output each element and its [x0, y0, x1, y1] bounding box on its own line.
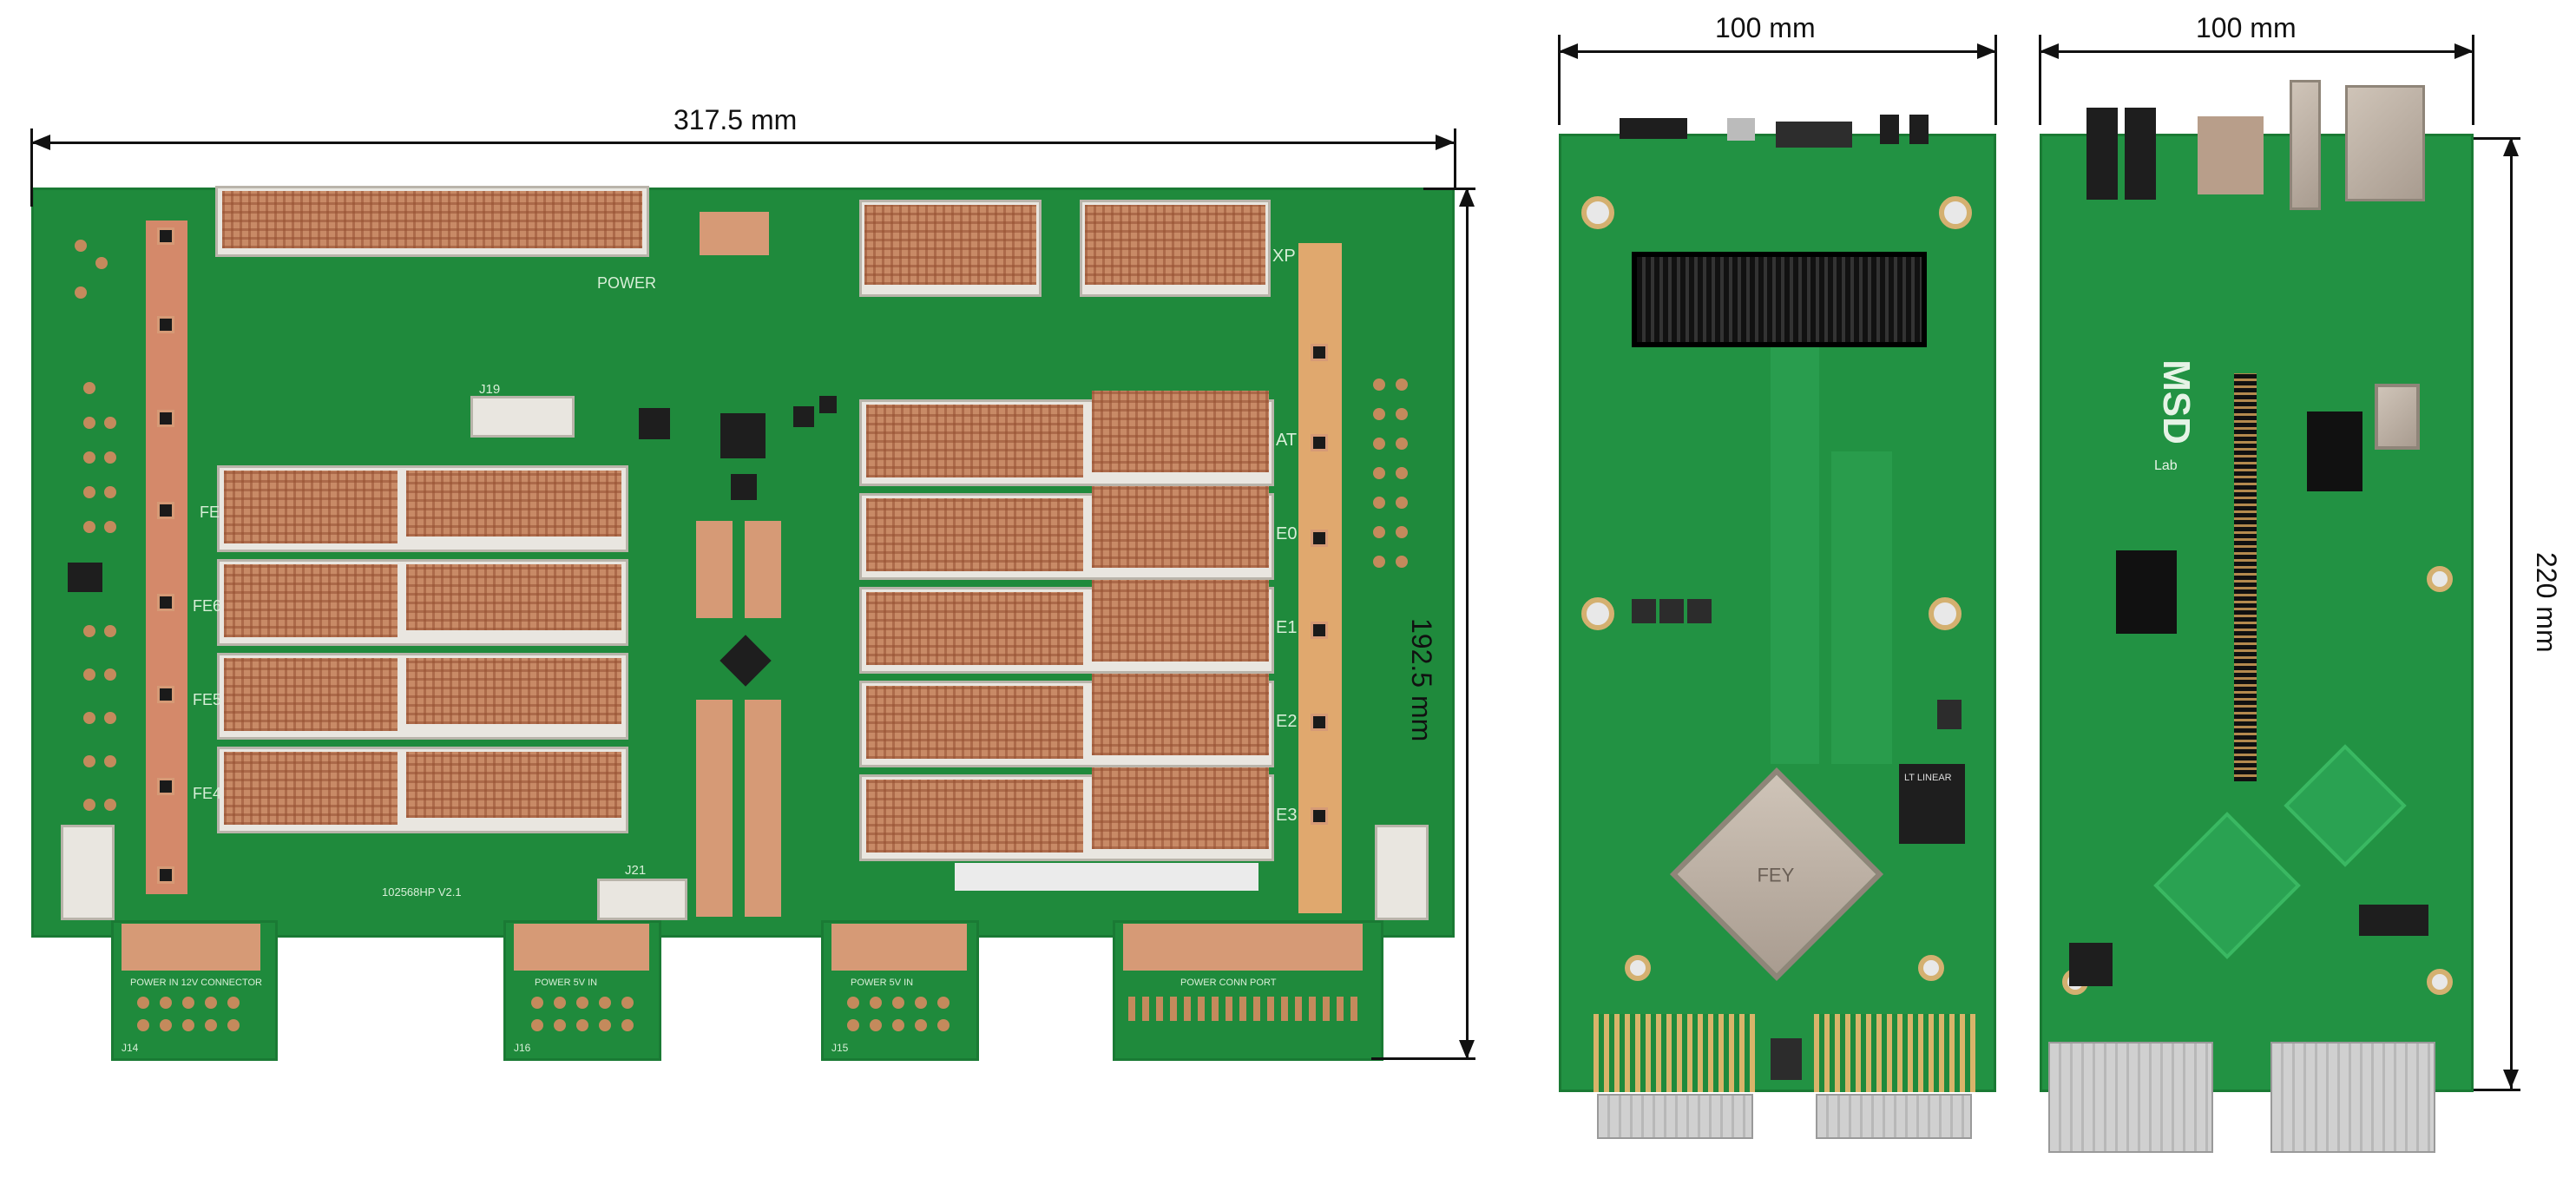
- ethernet-port: [2345, 85, 2425, 201]
- audio-jack-1: [2086, 108, 2118, 200]
- j15-label: J15: [831, 1042, 849, 1054]
- copper-pad-top: [700, 212, 769, 255]
- power-conn-label: POWER CONN PORT: [1180, 978, 1277, 988]
- middle-edge-connector-right: [1816, 1094, 1972, 1139]
- backplane-height-label: 192.5 mm: [1406, 618, 1437, 742]
- connector-right-bottom: [1375, 825, 1429, 920]
- power-5v-a-label: POWER 5V IN: [535, 978, 598, 988]
- j19-label: J19: [479, 382, 501, 397]
- fe4-label: FE4: [193, 785, 222, 802]
- hdmi-port: [2198, 116, 2264, 194]
- center-chip-1: [639, 408, 670, 439]
- msd-logo-text: MSD: [2154, 359, 2198, 444]
- e0-label: E0: [1276, 524, 1298, 543]
- fmc-connector: [1632, 252, 1927, 347]
- power-label: POWER: [597, 274, 657, 292]
- msd-logo-sub: Lab: [2154, 458, 2178, 473]
- middle-edge-connector-left: [1597, 1094, 1753, 1139]
- center-chip-2: [720, 413, 766, 458]
- board-id: 102568HP V2.1: [382, 885, 462, 899]
- lt-regulator: LT LINEAR: [1899, 764, 1965, 844]
- fe5-label: FE5: [193, 691, 222, 708]
- at-label: AT: [1276, 431, 1298, 450]
- xp-label: XP: [1272, 247, 1296, 266]
- right-width-label: 100 mm: [2196, 12, 2297, 43]
- e2-label: E2: [1276, 712, 1298, 731]
- connector-left-bottom: [61, 825, 115, 920]
- middle-width-label: 100 mm: [1715, 12, 1816, 43]
- msd-logo: MSD Lab: [2151, 346, 2198, 473]
- right-edge-connector-right: [2270, 1042, 2435, 1153]
- power-5v-b-label: POWER 5V IN: [851, 978, 914, 988]
- fe6-label: FE6: [193, 597, 222, 615]
- connector-j21: [597, 879, 687, 920]
- lt-brand: LT LINEAR: [1904, 773, 1952, 783]
- backplane-width-label: 317.5 mm: [674, 104, 798, 135]
- so-dimm-connector: [2234, 373, 2257, 781]
- fe-label: FE: [200, 504, 220, 521]
- j21-label: J21: [625, 863, 647, 878]
- connector-j19: [470, 396, 575, 438]
- j16-label: J16: [514, 1042, 531, 1054]
- fpga-brand: FEY: [1757, 864, 1795, 886]
- power-12v-label: POWER IN 12V CONNECTOR: [130, 978, 262, 988]
- sd-card-slot: [2375, 384, 2420, 450]
- j14-label: J14: [122, 1042, 139, 1054]
- e1-label: E1: [1276, 618, 1298, 637]
- right-height-label: 220 mm: [2531, 552, 2562, 653]
- e3-label: E3: [1276, 806, 1298, 825]
- audio-jack-2: [2125, 108, 2156, 200]
- usb-port: [2290, 80, 2321, 210]
- right-edge-connector-left: [2048, 1042, 2213, 1153]
